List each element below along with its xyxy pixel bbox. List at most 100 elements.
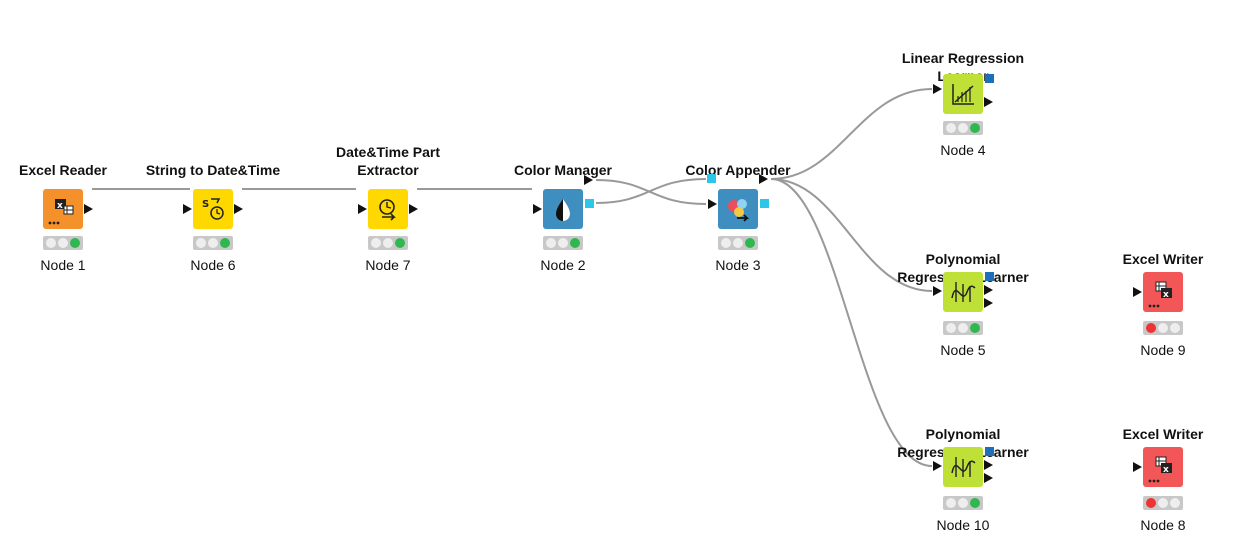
output-port[interactable] (984, 285, 993, 295)
status-light-red (196, 238, 206, 248)
output-port[interactable] (234, 204, 243, 214)
status-light-green (570, 238, 580, 248)
connection-node2-node3-b[interactable] (595, 178, 707, 204)
node-excel-writer-8[interactable]: Excel Writer x Node 8 (1083, 399, 1243, 549)
status-light-green (970, 123, 980, 133)
node-body[interactable] (943, 74, 983, 114)
status-traffic-light (943, 121, 983, 135)
status-traffic-light (718, 236, 758, 250)
output-port[interactable] (759, 174, 768, 184)
status-traffic-light (43, 236, 83, 250)
input-port[interactable] (933, 286, 942, 296)
color-model-input-port[interactable] (707, 174, 716, 183)
node-body[interactable]: x (1143, 447, 1183, 487)
status-light-red (946, 323, 956, 333)
node-label[interactable]: Node 9 (1140, 342, 1186, 358)
connection-node3-node4[interactable] (770, 88, 933, 180)
status-light-green (70, 238, 80, 248)
node-body[interactable] (943, 447, 983, 487)
color-model-output-port[interactable] (760, 199, 769, 208)
node-color-appender[interactable]: Color Appender Node 3 (658, 135, 818, 285)
status-light-yellow (58, 238, 68, 248)
output-port[interactable] (984, 460, 993, 470)
node-title: Excel Reader (19, 162, 107, 178)
node-body[interactable]: S (193, 189, 233, 229)
node-body[interactable]: x (43, 189, 83, 229)
status-traffic-light (543, 236, 583, 250)
status-light-yellow (208, 238, 218, 248)
node-body[interactable] (943, 272, 983, 312)
status-traffic-light (1143, 496, 1183, 510)
status-light-yellow (733, 238, 743, 248)
status-light-red (371, 238, 381, 248)
status-light-green (395, 238, 405, 248)
node-body[interactable] (543, 189, 583, 229)
node-string-to-datetime[interactable]: String to Date&Time S Node 6 (133, 135, 293, 285)
node-excel-reader[interactable]: Excel Reader x Node 1 (0, 135, 143, 285)
status-light-yellow (558, 238, 568, 248)
status-light-yellow (1158, 498, 1168, 508)
model-output-port[interactable] (985, 272, 994, 281)
svg-text:x: x (1163, 465, 1169, 475)
output-port-2[interactable] (984, 473, 993, 483)
node-label[interactable]: Node 3 (715, 257, 761, 273)
status-traffic-light (1143, 321, 1183, 335)
output-port[interactable] (84, 204, 93, 214)
input-port[interactable] (183, 204, 192, 214)
node-label[interactable]: Node 6 (190, 257, 236, 273)
color-model-output-port[interactable] (585, 199, 594, 208)
node-excel-writer-9[interactable]: Excel Writer x Node 9 (1083, 224, 1243, 374)
node-body[interactable] (368, 189, 408, 229)
input-port[interactable] (933, 461, 942, 471)
output-port[interactable] (984, 97, 993, 107)
status-light-green (220, 238, 230, 248)
node-polynomial-regression-learner-5[interactable]: Polynomial Regression Learner Node 5 (883, 224, 1043, 374)
svg-text:S: S (202, 199, 209, 210)
connection-node3-node5[interactable] (770, 178, 933, 292)
model-output-port[interactable] (985, 447, 994, 456)
output-port[interactable] (409, 204, 418, 214)
status-light-red (1146, 323, 1156, 333)
node-label[interactable]: Node 5 (940, 342, 986, 358)
input-port[interactable] (1133, 462, 1142, 472)
excel-reader-icon: x (48, 199, 74, 225)
node-datetime-part-extractor[interactable]: Date&Time Part Extractor Node 7 (308, 135, 468, 285)
node-label[interactable]: Node 1 (40, 257, 86, 273)
excel-writer-icon: x (1148, 456, 1172, 483)
connection-node3-node10[interactable] (770, 178, 933, 467)
node-title: Excel Writer (1122, 251, 1204, 267)
node-label[interactable]: Node 10 (936, 517, 990, 533)
input-port[interactable] (933, 84, 942, 94)
node-color-manager[interactable]: Color Manager Node 2 (483, 135, 643, 285)
input-port[interactable] (533, 204, 542, 214)
node-body[interactable]: x (1143, 272, 1183, 312)
input-port[interactable] (1133, 287, 1142, 297)
node-label[interactable]: Node 8 (1140, 517, 1186, 533)
output-port-2[interactable] (984, 298, 993, 308)
node-title: String to Date&Time (145, 162, 281, 178)
status-light-red (946, 123, 956, 133)
node-title: Date&Time Part Extractor (335, 144, 440, 178)
color-appender-icon (728, 199, 750, 222)
status-light-yellow (383, 238, 393, 248)
node-polynomial-regression-learner-10[interactable]: Polynomial Regression Learner Node 10 (883, 399, 1043, 549)
string-to-datetime-icon: S (202, 198, 224, 220)
output-port[interactable] (584, 175, 593, 185)
polynomial-regression-icon (951, 282, 976, 302)
input-port[interactable] (358, 204, 367, 214)
node-label[interactable]: Node 2 (540, 257, 586, 273)
model-output-port[interactable] (985, 74, 994, 83)
node-label[interactable]: Node 4 (940, 142, 986, 158)
excel-writer-icon: x (1148, 281, 1172, 308)
node-title: Color Manager (513, 162, 612, 178)
input-port[interactable] (708, 199, 717, 209)
node-body[interactable] (718, 189, 758, 229)
status-traffic-light (193, 236, 233, 250)
status-light-green (1170, 498, 1180, 508)
node-label[interactable]: Node 7 (365, 257, 411, 273)
status-light-yellow (958, 498, 968, 508)
status-light-red (721, 238, 731, 248)
node-linear-regression-learner[interactable]: Linear Regression Learner Node 4 (883, 23, 1043, 173)
status-light-green (1170, 323, 1180, 333)
